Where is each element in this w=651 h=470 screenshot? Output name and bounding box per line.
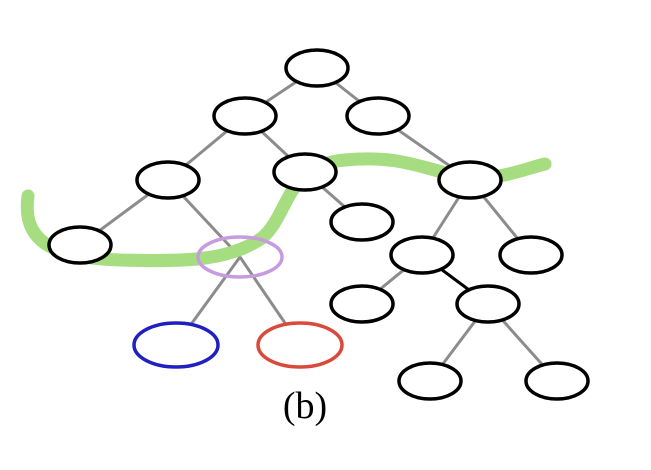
node-n-rrl-r-l xyxy=(397,361,463,401)
node-n-rrl xyxy=(389,235,455,275)
node-root xyxy=(284,48,350,88)
node-n-ll xyxy=(135,160,201,200)
node-n-lrr xyxy=(329,202,395,242)
node-n-rrl-r xyxy=(455,284,521,324)
node-n-rrl-l xyxy=(329,284,395,324)
node-n-rrr xyxy=(498,235,564,275)
node-n-lr xyxy=(272,152,338,192)
node-n-rr xyxy=(437,160,503,200)
node-n-l xyxy=(212,96,278,136)
node-n-rrl-r-r xyxy=(524,361,590,401)
node-n-r xyxy=(345,96,411,136)
nodes-layer xyxy=(47,48,590,401)
node-n-llr-l xyxy=(132,321,220,369)
node-n-llr-r xyxy=(256,321,344,369)
figure-caption: (b) xyxy=(282,385,328,427)
node-n-lll xyxy=(47,225,113,265)
node-n-llr xyxy=(196,235,284,279)
